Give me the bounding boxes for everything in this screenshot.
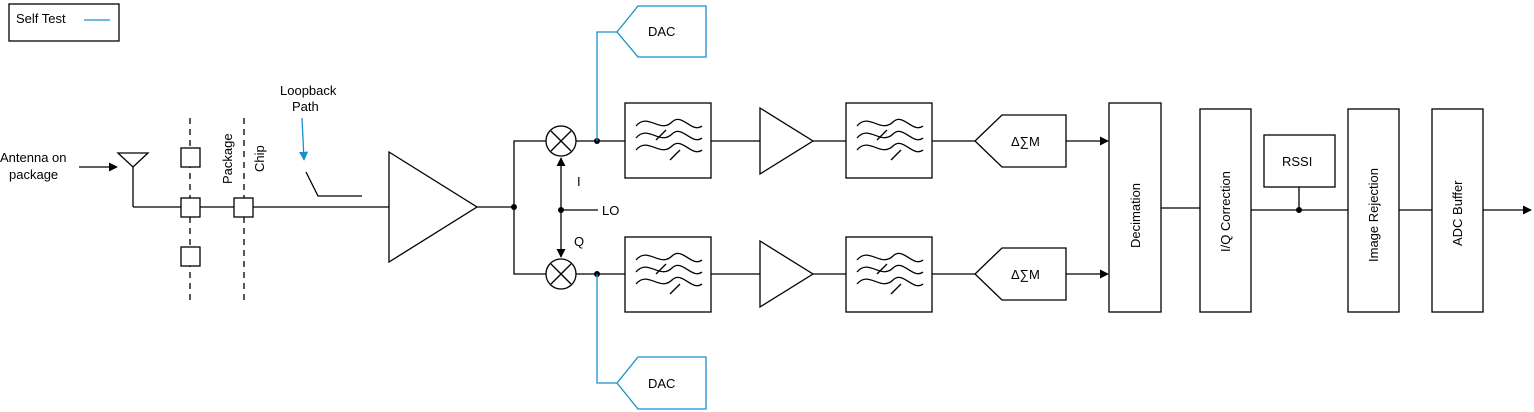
i-filter-1 (624, 102, 712, 179)
rssi-block (1263, 134, 1336, 188)
q-filter-1 (624, 236, 712, 313)
i-filter-2 (845, 102, 933, 179)
legend-label: Self Test (16, 11, 66, 26)
lo-junction (558, 207, 564, 213)
decimation-block (1108, 102, 1162, 313)
legend: Self Test (8, 3, 120, 42)
mixer-i (545, 125, 577, 157)
dac-bottom (616, 356, 707, 410)
package-pad-bottom (180, 246, 201, 267)
modulator-bottom-label: Δ∑M (1011, 267, 1040, 282)
i-path-feed (513, 140, 546, 207)
chip-label: Chip (252, 145, 267, 172)
dac-top (616, 5, 707, 58)
mixer-q (545, 258, 577, 290)
q-filter-2 (845, 236, 933, 313)
dac-top-label: DAC (648, 24, 675, 39)
chip-pad (233, 197, 254, 218)
package-pad-top (180, 147, 201, 168)
dac-bottom-label: DAC (648, 376, 675, 391)
antenna-label-line1: Antenna on (0, 150, 67, 165)
top-dac-feed (596, 31, 617, 141)
bottom-dac-feed (596, 274, 617, 384)
iq-correction-block (1199, 108, 1252, 313)
i-label: I (577, 174, 581, 189)
i-amplifier (759, 106, 815, 176)
image-rejection-block (1347, 108, 1400, 313)
q-path-feed (513, 207, 546, 275)
package-pad-middle (180, 197, 201, 218)
lo-label: LO (602, 203, 619, 218)
rssi-label: RSSI (1282, 154, 1312, 169)
lna-amplifier (388, 150, 479, 264)
loopback-label-line1: Loopback (280, 83, 337, 98)
legend-box (8, 3, 120, 42)
loopback-label-line2: Path (292, 99, 319, 114)
iq-correction-label: I/Q Correction (1218, 171, 1233, 252)
image-rejection-label: Image Rejection (1366, 168, 1381, 262)
adc-buffer-block (1431, 108, 1484, 313)
loopback-switch (305, 171, 362, 197)
q-label: Q (574, 234, 584, 249)
loopback-arrow (299, 117, 309, 161)
decimation-label: Decimation (1128, 183, 1143, 248)
adc-buffer-label: ADC Buffer (1450, 180, 1465, 246)
q-amplifier (759, 239, 815, 309)
antenna-icon (116, 152, 150, 168)
antenna-label-line2: package (9, 167, 58, 182)
modulator-top-label: Δ∑M (1011, 134, 1040, 149)
package-label: Package (220, 133, 235, 184)
